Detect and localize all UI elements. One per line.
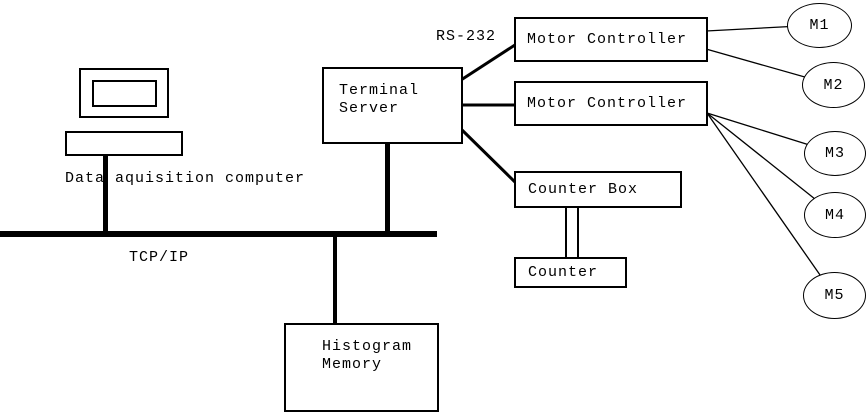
serial-label: RS-232 — [436, 28, 497, 45]
motor-m2-node: M2 — [802, 62, 865, 108]
motor-m1-node: M1 — [787, 3, 852, 48]
terminal-server-to-motor-controller-1-line — [460, 41, 519, 82]
computer-screen-icon — [92, 80, 157, 107]
motor-m3-node: M3 — [804, 131, 866, 176]
motor-m1-label: M1 — [809, 17, 830, 34]
motor-controller-2-node: Motor Controller — [514, 81, 708, 126]
motor-controller-2-to-m5-line — [706, 112, 835, 296]
bus-label: TCP/IP — [129, 249, 190, 266]
counter-box-node: Counter Box — [514, 171, 682, 208]
counter-node: Counter — [514, 257, 627, 288]
motor-controller-1-node: Motor Controller — [514, 17, 708, 62]
motor-m5-label: M5 — [824, 287, 845, 304]
motor-m4-label: M4 — [824, 206, 845, 224]
computer-keyboard-icon — [65, 131, 183, 156]
histogram-memory-node: Histogram Memory — [284, 323, 439, 412]
terminal-server-to-counter-box-line — [459, 127, 520, 187]
motor-m4-node: M4 — [804, 192, 866, 238]
terminal-server-node: Terminal Server — [322, 67, 463, 144]
motor-m2-label: M2 — [823, 76, 844, 94]
computer-label: Data aquisition computer — [65, 170, 306, 187]
motor-m5-node: M5 — [803, 272, 866, 319]
motor-m3-label: M3 — [824, 145, 845, 162]
